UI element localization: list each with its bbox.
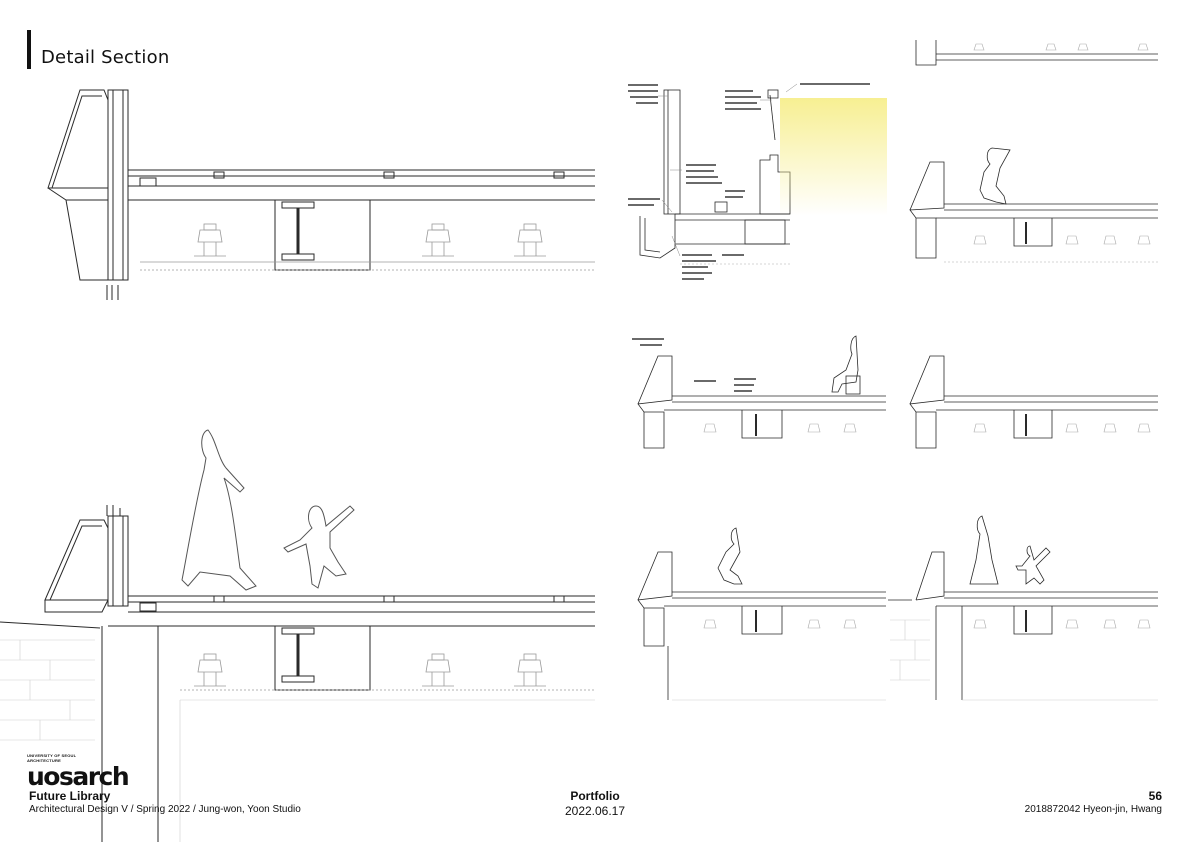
detail-section-f (888, 515, 1158, 700)
uosarch-logo: UNIVERSITY OF SEOUL ARCHITECTURE uosarch (27, 753, 147, 791)
footer-portfolio-info: Portfolio 2022.06.17 (545, 789, 645, 818)
annotation-leaders (658, 83, 798, 257)
footer-author-info: 56 2018872042 Hyeon-jin, Hwang (1025, 789, 1162, 815)
detail-roof-section (639, 89, 791, 259)
ceiling-fixtures-upper (140, 223, 595, 271)
annotation-marks (628, 83, 870, 392)
course-info: Architectural Design V / Spring 2022 / J… (29, 804, 301, 815)
portfolio-label: Portfolio (570, 789, 620, 803)
project-name: Future Library (29, 789, 111, 803)
author-name: 2018872042 Hyeon-jin, Hwang (1024, 804, 1162, 815)
skylight-glow (780, 98, 887, 216)
page-number: 56 (1148, 789, 1162, 803)
detail-section-d (909, 355, 1158, 449)
footer-project-info: Future Library Architectural Design V / … (29, 789, 301, 815)
title-accent-bar (27, 30, 31, 69)
logo-wordmark: uosarch (27, 762, 130, 791)
logo-department: ARCHITECTURE (27, 757, 61, 763)
logo-university: UNIVERSITY OF SEOUL (27, 753, 77, 758)
bottom-ground-pattern (672, 619, 1158, 701)
ground-pattern (0, 639, 595, 842)
ceiling-fixtures-lower (180, 653, 595, 691)
detail-section-b (909, 40, 1158, 259)
page-title: Detail Section (41, 47, 170, 68)
portfolio-date: 2022.06.17 (564, 804, 626, 818)
large-section-lower (0, 505, 595, 842)
detail-section-e (637, 527, 886, 700)
large-section-upper (47, 89, 595, 300)
human-figures-large (181, 429, 355, 591)
detail-section-c (637, 335, 886, 449)
